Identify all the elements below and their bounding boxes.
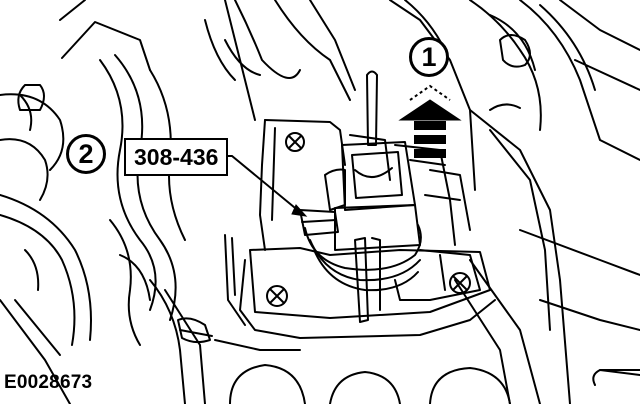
screw-left bbox=[266, 285, 288, 307]
figure-id: E0028673 bbox=[4, 372, 93, 393]
screw-right bbox=[449, 272, 471, 294]
bottom-openings bbox=[214, 339, 511, 404]
up-arrow-icon bbox=[398, 84, 462, 158]
shifter-mechanism bbox=[299, 70, 481, 323]
left-panel-lines bbox=[0, 0, 213, 404]
shift-column bbox=[204, 0, 476, 191]
callout-2-badge: 2 bbox=[66, 134, 106, 174]
callout-1-badge: 1 bbox=[409, 37, 449, 77]
console-housing bbox=[224, 119, 496, 339]
right-panel-lines bbox=[454, 0, 640, 404]
tool-number-label: 308-436 bbox=[124, 138, 229, 176]
screw-top bbox=[285, 132, 305, 152]
